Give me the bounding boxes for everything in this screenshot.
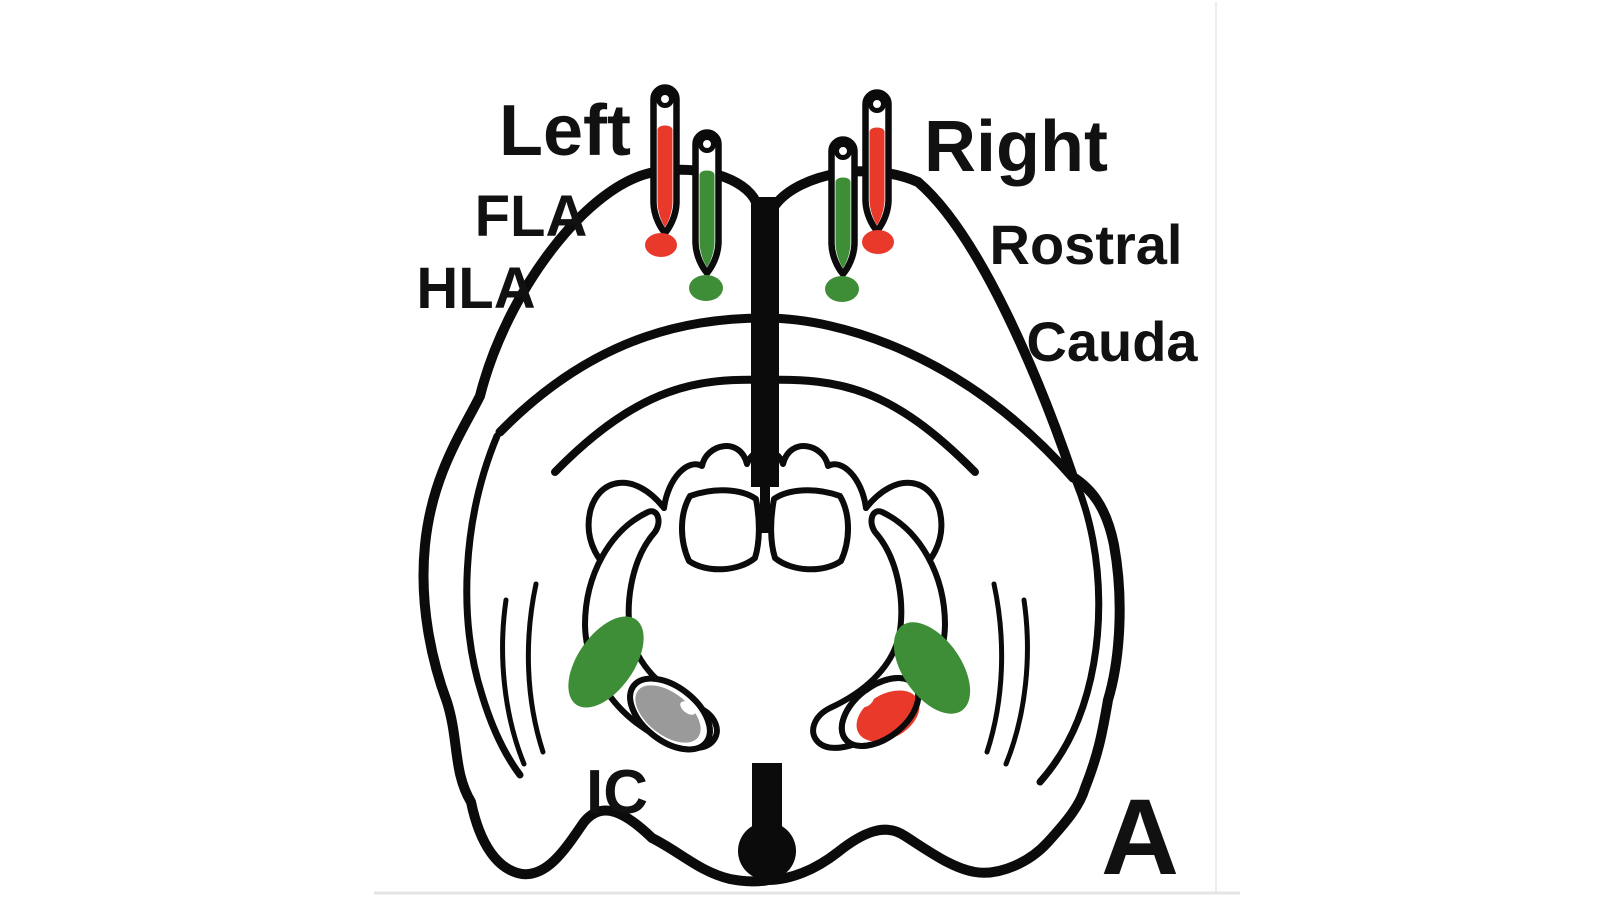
panel-letter: A: [1101, 776, 1179, 897]
left-inner-rim-line: [463, 432, 524, 779]
left-fold-line-outer: [500, 597, 527, 767]
left-ic-highlight: [680, 701, 696, 715]
label-left: Left: [499, 91, 631, 171]
left-ic-hla-patch: [568, 616, 644, 708]
left-hla-probe-bulb: [698, 135, 716, 153]
left-fold-line-inner: [525, 581, 546, 755]
right-fold-line-inner: [984, 581, 1005, 755]
right-hla-probe: [825, 136, 859, 302]
right-superior-colliculus: [768, 487, 851, 573]
midline-bar-thin-extension: [760, 487, 770, 533]
left-ic-tip-outline: [627, 675, 713, 753]
label-fla: FLA: [475, 184, 588, 249]
left-superior-colliculus: [679, 487, 762, 573]
right-hla-probe-bulb: [834, 142, 852, 160]
caudal-midline-stem: [752, 763, 782, 833]
right-hla-injection-dot: [825, 276, 859, 302]
right-ic-hla-patch: [893, 622, 971, 714]
right-fold-line-outer: [1003, 597, 1030, 767]
right-fla-probe-fill: [869, 127, 885, 225]
left-ic-control-patch: [635, 685, 701, 743]
left-fla-probe-fill: [657, 125, 673, 227]
left-fla-probe-bulb: [656, 90, 674, 108]
midline-bar: [751, 197, 779, 487]
left-hla-injection-dot: [689, 275, 723, 301]
left-fla-injection-dot: [645, 233, 677, 257]
right-inner-rim-line: [1036, 478, 1103, 786]
right-fla-injection-dot: [862, 230, 894, 254]
left-hla-probe: [689, 129, 723, 301]
left-hla-probe-fill: [699, 170, 715, 267]
label-ic: IC: [586, 758, 648, 827]
right-fla-probe-bulb: [868, 95, 886, 113]
left-fla-probe: [645, 84, 680, 257]
label-caudal: Cauda: [1026, 310, 1198, 373]
caudal-midline-knob: [738, 822, 796, 880]
right-hla-probe-fill: [835, 177, 851, 268]
label-hla: HLA: [416, 256, 535, 321]
label-rostral: Rostral: [990, 213, 1183, 276]
right-fla-probe: [862, 89, 894, 254]
label-right: Right: [924, 107, 1108, 187]
